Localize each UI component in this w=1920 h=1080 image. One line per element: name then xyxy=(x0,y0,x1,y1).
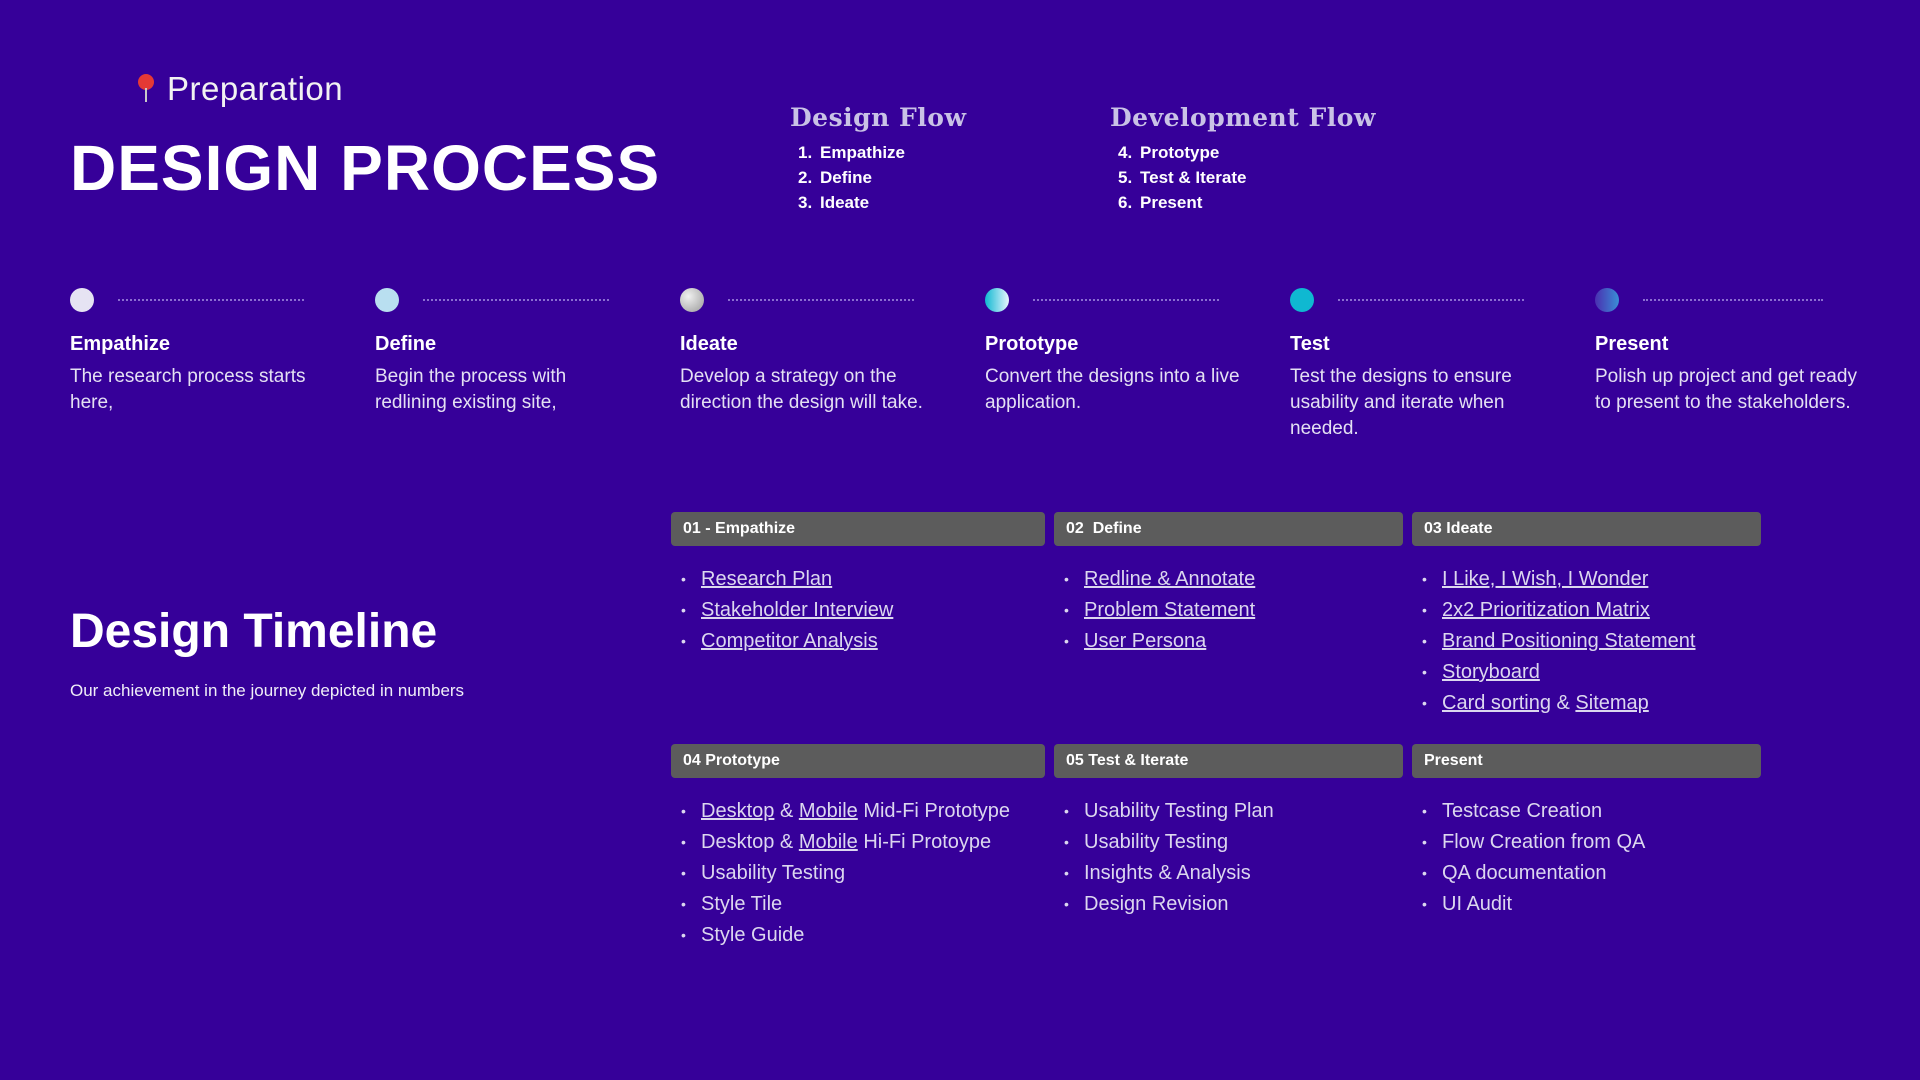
step-connector xyxy=(1338,299,1524,301)
item-suffix: Hi-Fi Protoype xyxy=(863,831,992,853)
step-description: Develop a strategy on the direction the … xyxy=(680,366,923,413)
phase-ideate: 03 Ideate I Like, I Wish, I Wonder 2x2 P… xyxy=(1412,512,1761,719)
step-description: Convert the designs into a live applicat… xyxy=(985,366,1240,413)
desktop-link[interactable]: Desktop xyxy=(701,800,775,822)
list-item: I Like, I Wish, I Wonder xyxy=(1412,564,1761,595)
list-item: Brand Positioning Statement xyxy=(1412,626,1761,657)
map-pin-icon xyxy=(135,74,157,104)
page-title: DESIGN PROCESS xyxy=(70,132,661,204)
list-item: Card sorting & Sitemap xyxy=(1412,688,1761,719)
list-item: 2x2 Prioritization Matrix xyxy=(1412,595,1761,626)
brand-positioning-link[interactable]: Brand Positioning Statement xyxy=(1442,630,1696,652)
phase-header: Present xyxy=(1412,744,1761,778)
development-flow-item: 4.Prototype xyxy=(1118,143,1220,162)
development-flow: Development Flow 4.Prototype 5.Test & It… xyxy=(1110,103,1376,215)
phase-header: 05 Test & Iterate xyxy=(1054,744,1403,778)
list-item: Flow Creation from QA xyxy=(1412,827,1761,858)
step-connector xyxy=(728,299,914,301)
design-flow-item: 1.Empathize xyxy=(798,143,906,162)
preparation-label: Preparation xyxy=(135,70,343,108)
step-connector xyxy=(1643,299,1823,301)
card-sorting-link[interactable]: Card sorting xyxy=(1442,692,1551,714)
competitor-analysis-link[interactable]: Competitor Analysis xyxy=(701,630,878,652)
step-dot-icon xyxy=(985,288,1009,312)
stakeholder-interview-link[interactable]: Stakeholder Interview xyxy=(701,599,894,621)
design-flow-title: Design Flow xyxy=(790,103,967,132)
list-item: Stakeholder Interview xyxy=(671,595,1045,626)
list-item: User Persona xyxy=(1054,626,1403,657)
step-title: Empathize xyxy=(70,333,171,355)
development-flow-title: Development Flow xyxy=(1110,103,1376,132)
ampersand: & xyxy=(779,800,794,822)
list-item: Desktop & Mobile Hi-Fi Protoype xyxy=(671,827,1045,858)
step-dot-icon xyxy=(1595,288,1619,312)
prioritization-matrix-link[interactable]: 2x2 Prioritization Matrix xyxy=(1442,599,1650,621)
list-item: Insights & Analysis xyxy=(1054,858,1403,889)
phase-prototype: 04 Prototype Desktop & Mobile Mid-Fi Pro… xyxy=(671,744,1045,951)
mobile-link[interactable]: Mobile xyxy=(798,831,858,853)
step-title: Ideate xyxy=(680,333,738,355)
list-item: Competitor Analysis xyxy=(671,626,1045,657)
like-wish-wonder-link[interactable]: I Like, I Wish, I Wonder xyxy=(1442,568,1649,590)
step-description: Begin the process with redlining existin… xyxy=(375,366,567,413)
list-item: Design Revision xyxy=(1054,889,1403,920)
storyboard-link[interactable]: Storyboard xyxy=(1442,661,1540,683)
step-connector xyxy=(423,299,609,301)
phase-header: 03 Ideate xyxy=(1412,512,1761,546)
list-item: Storyboard xyxy=(1412,657,1761,688)
list-item: Usability Testing Plan xyxy=(1054,796,1403,827)
step-title: Prototype xyxy=(985,333,1079,355)
mobile-link[interactable]: Mobile xyxy=(798,800,858,822)
problem-statement-link[interactable]: Problem Statement xyxy=(1084,599,1256,621)
step-connector xyxy=(1033,299,1219,301)
phase-test: 05 Test & Iterate Usability Testing Plan… xyxy=(1054,744,1403,920)
preparation-text: Preparation xyxy=(167,70,344,107)
phase-empathize: 01 - Empathize Research Plan Stakeholder… xyxy=(671,512,1045,657)
research-plan-link[interactable]: Research Plan xyxy=(701,568,833,590)
development-flow-item: 6.Present xyxy=(1118,193,1203,212)
item-suffix: Mid-Fi Prototype xyxy=(863,800,1011,822)
design-flow-item: 3.Ideate xyxy=(798,193,870,212)
list-item: Style Guide xyxy=(671,920,1045,951)
list-item: Usability Testing xyxy=(1054,827,1403,858)
list-item: Style Tile xyxy=(671,889,1045,920)
step-description: The research process starts here, xyxy=(70,366,306,413)
design-flow-item: 2.Define xyxy=(798,168,872,187)
list-item: Redline & Annotate xyxy=(1054,564,1403,595)
step-title: Define xyxy=(375,333,437,355)
step-title: Present xyxy=(1595,333,1669,355)
sitemap-link[interactable]: Sitemap xyxy=(1575,692,1649,714)
timeline-title: Design Timeline xyxy=(70,605,438,658)
list-item: QA documentation xyxy=(1412,858,1761,889)
item-prefix: Desktop & xyxy=(701,831,794,853)
list-item: Usability Testing xyxy=(671,858,1045,889)
design-flow: Design Flow 1.Empathize 2.Define 3.Ideat… xyxy=(790,103,966,215)
phase-header: 04 Prototype xyxy=(671,744,1045,778)
step-dot-icon xyxy=(680,288,704,312)
list-item: Testcase Creation xyxy=(1412,796,1761,827)
phase-header: 02 Define xyxy=(1054,512,1403,546)
step-description: Polish up project and get ready to prese… xyxy=(1595,366,1857,413)
timeline-subtitle: Our achievement in the journey depicted … xyxy=(70,681,465,700)
step-title: Test xyxy=(1290,333,1330,355)
step-dot-icon xyxy=(70,288,94,312)
user-persona-link[interactable]: User Persona xyxy=(1084,630,1207,652)
phase-define: 02 Define Redline & Annotate Problem Sta… xyxy=(1054,512,1403,657)
step-dot-icon xyxy=(375,288,399,312)
list-item: UI Audit xyxy=(1412,889,1761,920)
step-dot-icon xyxy=(1290,288,1314,312)
phase-header: 01 - Empathize xyxy=(671,512,1045,546)
redline-annotate-link[interactable]: Redline & Annotate xyxy=(1084,568,1256,590)
step-description: Test the designs to ensure usability and… xyxy=(1290,366,1512,439)
list-item: Desktop & Mobile Mid-Fi Prototype xyxy=(671,796,1045,827)
list-item: Problem Statement xyxy=(1054,595,1403,626)
ampersand: & xyxy=(1556,692,1570,714)
phase-present: Present Testcase Creation Flow Creation … xyxy=(1412,744,1761,920)
step-connector xyxy=(118,299,304,301)
development-flow-item: 5.Test & Iterate xyxy=(1118,168,1247,187)
list-item: Research Plan xyxy=(671,564,1045,595)
